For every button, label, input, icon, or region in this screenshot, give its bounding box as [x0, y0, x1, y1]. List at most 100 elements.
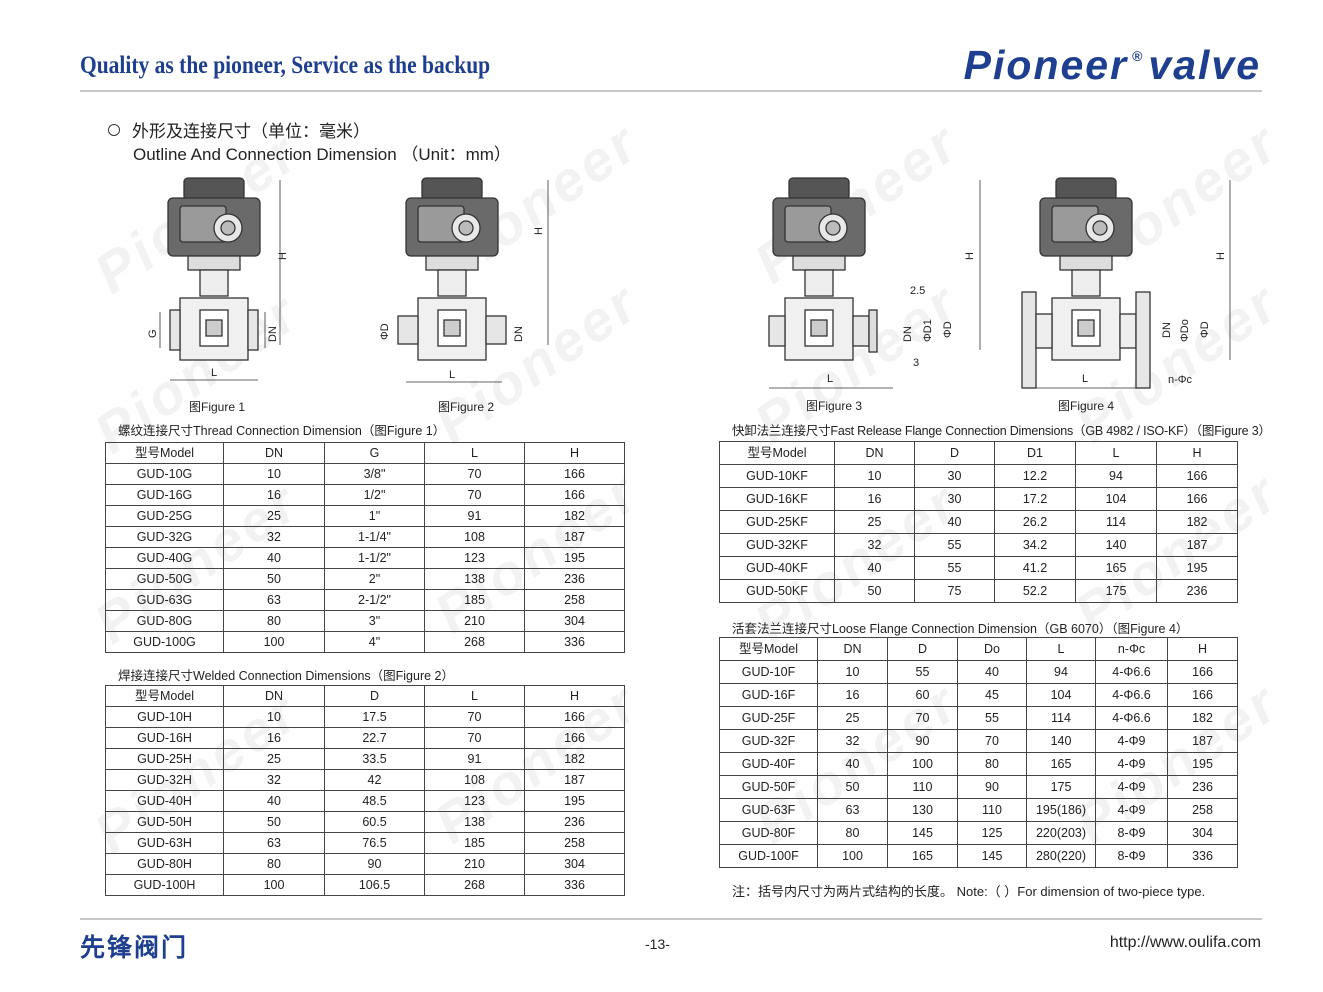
table-cell: 70	[887, 706, 958, 730]
table-cell: 4-Φ6.6	[1095, 706, 1168, 730]
table-cell: 258	[1167, 798, 1238, 822]
table-cell: 4-Φ9	[1095, 729, 1168, 753]
header-slogan: Quality as the pioneer, Service as the b…	[80, 52, 491, 79]
table-cell: 165	[1075, 556, 1157, 580]
brand-name-left: Pioneer	[963, 42, 1129, 88]
table-cell: 2-1/2"	[324, 589, 425, 611]
table-cell: 4-Φ9	[1095, 798, 1168, 822]
table-header-cell: H	[1156, 441, 1238, 465]
table-cell: 90	[957, 775, 1027, 799]
header-rule	[80, 90, 1262, 92]
table-cell: GUD-63G	[105, 589, 224, 611]
table-cell: 25	[834, 510, 915, 534]
table-header-cell: n-Φc	[1095, 637, 1168, 661]
table-header-cell: L	[424, 442, 525, 464]
table-cell: 114	[1026, 706, 1096, 730]
brand-logo: Pioneer®valve	[964, 42, 1261, 89]
table-cell: 25	[223, 748, 325, 770]
table-cell: 106.5	[324, 874, 425, 896]
table-cell: GUD-16KF	[719, 487, 835, 511]
welded-table-caption: 焊接连接尺寸Welded Connection Dimensions（图Figu…	[118, 669, 454, 683]
table-cell: GUD-50G	[105, 568, 224, 590]
table-cell: 195(186)	[1026, 798, 1096, 822]
page-number: -13-	[645, 936, 670, 952]
table-cell: 63	[223, 589, 325, 611]
table-cell: GUD-10F	[719, 660, 818, 684]
table-cell: 182	[1156, 510, 1238, 534]
table-cell: 80	[223, 610, 325, 632]
table-header-cell: 型号Model	[719, 441, 835, 465]
table-cell: 10	[223, 463, 325, 485]
table-cell: GUD-80H	[105, 853, 224, 875]
table-header-cell: 型号Model	[105, 685, 224, 707]
table-cell: 304	[524, 610, 625, 632]
table-cell: GUD-100F	[719, 844, 818, 868]
table-cell: 100	[887, 752, 958, 776]
dim-label-h: H	[533, 227, 545, 235]
dim-label-l: L	[827, 373, 833, 385]
table-cell: GUD-32KF	[719, 533, 835, 557]
table-cell: GUD-40H	[105, 790, 224, 812]
table-cell: 185	[424, 832, 525, 854]
table-cell: 220(203)	[1026, 821, 1096, 845]
table-cell: 123	[424, 790, 525, 812]
table-cell: 110	[957, 798, 1027, 822]
table-cell: 236	[1156, 579, 1238, 603]
table-header-cell: D	[324, 685, 425, 707]
table-cell: GUD-63H	[105, 832, 224, 854]
table-cell: 187	[524, 769, 625, 791]
table-cell: 10	[223, 706, 325, 728]
table-cell: GUD-40KF	[719, 556, 835, 580]
table-cell: 140	[1075, 533, 1157, 557]
table-cell: 32	[817, 729, 888, 753]
table-header-cell: G	[324, 442, 425, 464]
table-cell: 90	[887, 729, 958, 753]
table-cell: 165	[887, 844, 958, 868]
table-cell: GUD-50F	[719, 775, 818, 799]
table-cell: 22.7	[324, 727, 425, 749]
figure-caption-3: 图Figure 3	[806, 399, 863, 413]
table-cell: 94	[1026, 660, 1096, 684]
table-cell: 100	[817, 844, 888, 868]
table-cell: 40	[834, 556, 915, 580]
table-cell: GUD-25G	[105, 505, 224, 527]
table-cell: 91	[424, 748, 525, 770]
table-cell: 166	[1167, 660, 1238, 684]
table-cell: GUD-16F	[719, 683, 818, 707]
table-header-cell: Do	[957, 637, 1027, 661]
table-cell: 114	[1075, 510, 1157, 534]
table-cell: 195	[524, 790, 625, 812]
table-header-cell: D	[914, 441, 995, 465]
dim-label-3: 3	[913, 357, 919, 369]
brand-name-right: valve	[1148, 42, 1261, 88]
dim-label-dn: DN	[1161, 322, 1173, 338]
table-note: 注：括号内尺寸为两片式结构的长度。 Note:（ ）For dimension …	[732, 884, 1206, 899]
table-cell: 25	[817, 706, 888, 730]
table-header-cell: D1	[994, 441, 1076, 465]
table-cell: 16	[817, 683, 888, 707]
table-cell: 236	[524, 811, 625, 833]
table-cell: 55	[914, 556, 995, 580]
table-cell: 25	[223, 505, 325, 527]
table-cell: 166	[524, 706, 625, 728]
table-cell: 175	[1075, 579, 1157, 603]
table-cell: GUD-100G	[105, 631, 224, 653]
table-cell: GUD-63F	[719, 798, 818, 822]
table-cell: 8-Φ9	[1095, 844, 1168, 868]
table-cell: 50	[223, 568, 325, 590]
dim-label-h: H	[277, 252, 289, 260]
table-cell: 40	[223, 547, 325, 569]
